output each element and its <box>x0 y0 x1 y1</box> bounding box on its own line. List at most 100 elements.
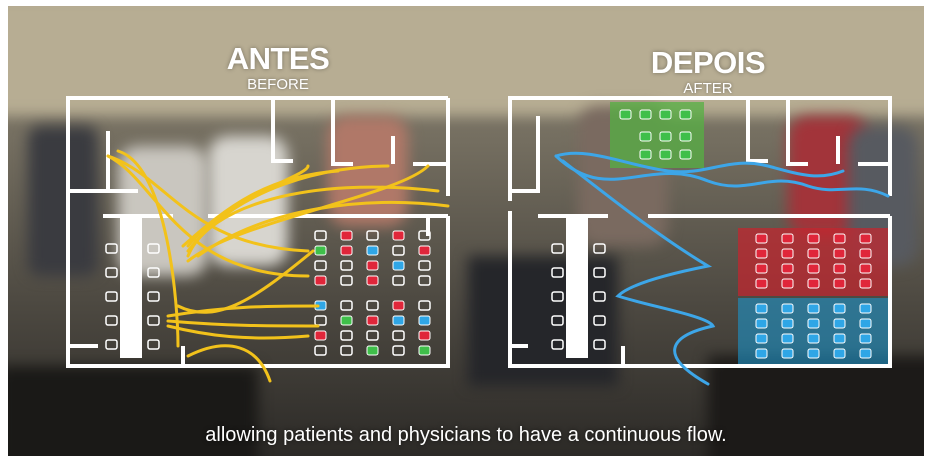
chair-icon <box>755 263 768 274</box>
chair-icon <box>679 131 692 142</box>
chair-icon <box>755 248 768 259</box>
before-chair-column <box>105 243 160 350</box>
chair-icon <box>755 303 768 314</box>
chair-icon <box>418 260 431 271</box>
chair-icon <box>781 333 794 344</box>
chair-icon <box>340 315 353 326</box>
flow-line <box>176 249 315 314</box>
chair-icon <box>147 339 160 350</box>
chair-icon <box>859 348 872 359</box>
chair-icon <box>859 248 872 259</box>
before-subtitle: BEFORE <box>247 76 309 93</box>
subtitle-caption: allowing patients and physicians to have… <box>205 424 727 446</box>
chair-icon <box>807 303 820 314</box>
chair-icon <box>593 267 606 278</box>
chair-icon <box>105 243 118 254</box>
chair-icon <box>833 318 846 329</box>
before-partition <box>120 216 142 358</box>
chair-icon <box>755 333 768 344</box>
chair-icon <box>807 263 820 274</box>
flow-line <box>186 164 430 263</box>
chair-icon <box>366 245 379 256</box>
flow-line <box>554 151 845 178</box>
chair-icon <box>551 315 564 326</box>
after-floor-plan <box>508 96 892 368</box>
chair-icon <box>639 149 652 160</box>
chair-icon <box>366 275 379 286</box>
chair-icon <box>314 275 327 286</box>
chair-icon <box>418 245 431 256</box>
chair-icon <box>833 263 846 274</box>
chair-icon <box>105 339 118 350</box>
chair-icon <box>551 291 564 302</box>
flow-line <box>106 154 310 278</box>
video-frame: ANTES BEFORE DEPOIS AFTER <box>8 6 924 456</box>
chair-icon <box>147 291 160 302</box>
chair-icon <box>314 230 327 241</box>
chair-icon <box>392 245 405 256</box>
flow-line <box>181 169 340 248</box>
chair-icon <box>392 275 405 286</box>
chair-icon <box>593 315 606 326</box>
before-flow-lines <box>106 149 450 383</box>
chair-icon <box>418 315 431 326</box>
after-chair-grid <box>755 233 872 359</box>
chair-icon <box>551 339 564 350</box>
chair-icon <box>340 245 353 256</box>
chair-icon <box>781 263 794 274</box>
chair-icon <box>340 300 353 311</box>
chair-icon <box>807 318 820 329</box>
after-chair-column <box>551 243 606 350</box>
chair-icon <box>755 233 768 244</box>
chair-icon <box>659 131 672 142</box>
chair-icon <box>392 330 405 341</box>
chair-icon <box>366 345 379 356</box>
chair-icon <box>314 260 327 271</box>
flow-line <box>166 319 320 328</box>
flow-line <box>554 154 890 198</box>
chair-icon <box>859 263 872 274</box>
flow-line <box>186 164 390 253</box>
chair-icon <box>639 109 652 120</box>
chair-icon <box>314 345 327 356</box>
chair-icon <box>392 260 405 271</box>
before-chair-grid <box>314 230 431 356</box>
chair-icon <box>807 248 820 259</box>
chair-icon <box>418 345 431 356</box>
chair-icon <box>392 230 405 241</box>
chair-icon <box>340 275 353 286</box>
after-partition <box>566 216 588 358</box>
before-floor-plan <box>66 96 450 368</box>
chair-icon <box>418 300 431 311</box>
chair-icon <box>392 315 405 326</box>
chair-icon <box>366 315 379 326</box>
before-bottom-wall <box>68 344 185 366</box>
chair-icon <box>639 131 652 142</box>
before-inner-wall <box>68 98 448 193</box>
chair-icon <box>679 109 692 120</box>
chair-icon <box>340 260 353 271</box>
chair-icon <box>392 345 405 356</box>
chair-icon <box>366 230 379 241</box>
before-outer-wall <box>66 96 450 368</box>
after-inner-wall <box>510 98 890 193</box>
after-outer-wall <box>508 96 892 368</box>
chair-icon <box>859 233 872 244</box>
background-object <box>708 356 924 456</box>
flow-line <box>106 154 310 253</box>
chair-icon <box>418 330 431 341</box>
chair-icon <box>781 303 794 314</box>
chair-icon <box>781 233 794 244</box>
chair-icon <box>418 230 431 241</box>
chair-icon <box>366 260 379 271</box>
chair-icon <box>105 291 118 302</box>
background-seat <box>28 126 98 276</box>
after-title: DEPOIS <box>650 45 766 80</box>
chair-icon <box>392 300 405 311</box>
chair-icon <box>366 300 379 311</box>
chair-icon <box>781 348 794 359</box>
chair-icon <box>147 243 160 254</box>
chair-icon <box>859 278 872 289</box>
after-chair-green-group <box>619 109 692 160</box>
chair-icon <box>340 230 353 241</box>
